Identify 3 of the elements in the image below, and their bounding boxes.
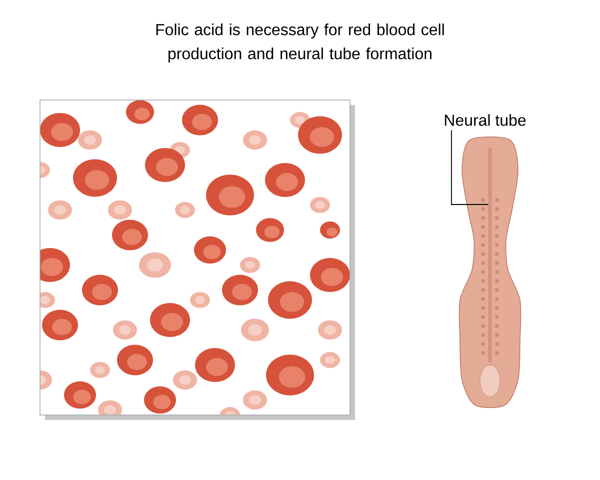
label-text: Neural tube: [444, 114, 526, 126]
title: Folic acid is necessary for red blood cell production and neural tube formation: [156, 24, 444, 62]
leader-line: [451, 130, 489, 205]
